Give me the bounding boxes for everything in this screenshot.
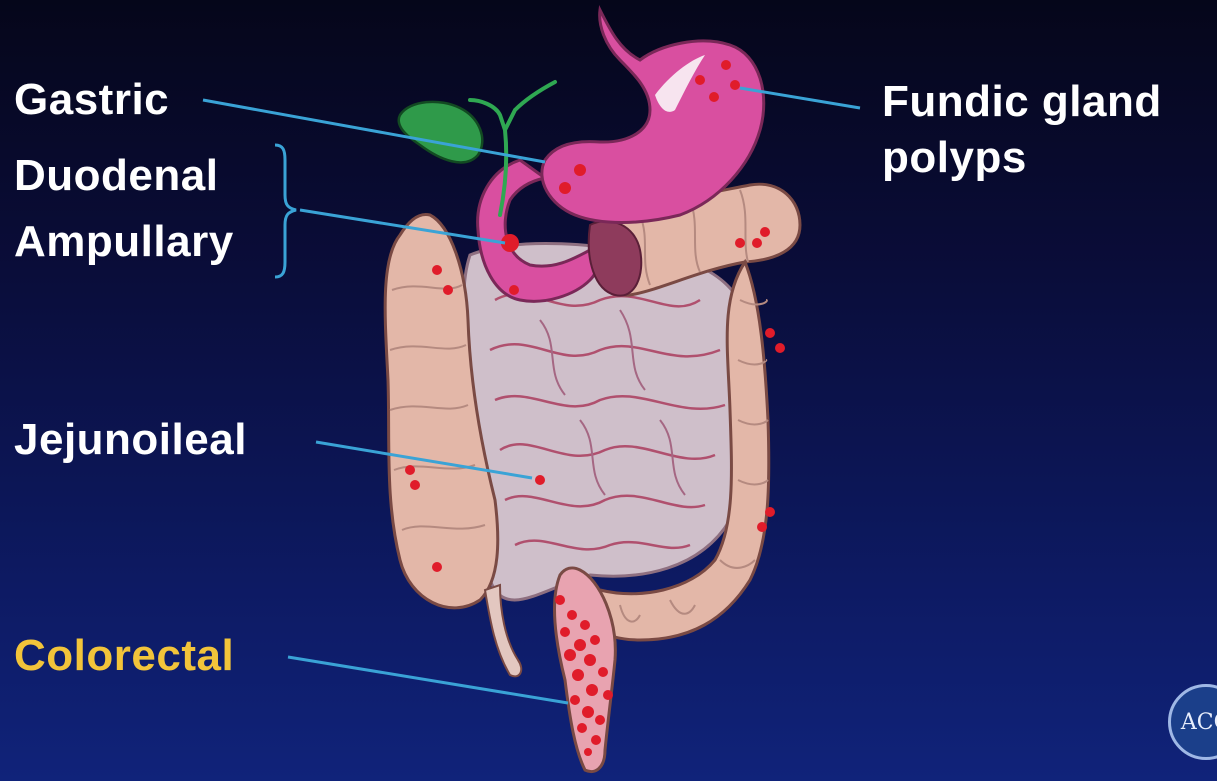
- label-fundic-gland: Fundic gland: [882, 76, 1162, 128]
- label-polyps: polyps: [882, 132, 1027, 184]
- small-intestine: [464, 243, 748, 600]
- label-ampullary: Ampullary: [14, 216, 234, 268]
- bracket-duodenal-ampullary: [275, 145, 296, 277]
- label-jejunoileal: Jejunoileal: [14, 414, 247, 466]
- label-gastric: Gastric: [14, 74, 169, 126]
- label-colorectal: Colorectal: [14, 630, 234, 682]
- acg-logo-text: ACG: [1181, 710, 1217, 735]
- label-duodenal: Duodenal: [14, 150, 218, 202]
